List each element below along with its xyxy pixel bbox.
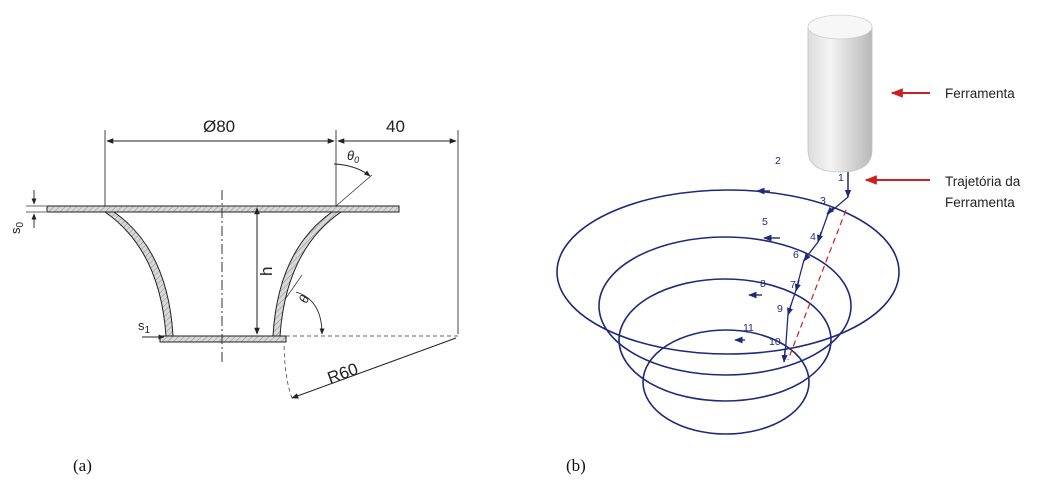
panel-b-caption: (b) bbox=[566, 456, 586, 475]
bottom-base bbox=[159, 335, 287, 343]
point-label: 8 bbox=[760, 278, 766, 290]
panel-b-drawing: 2 1 3 5 4 6 7 8 9 11 10 Ferramenta Traje… bbox=[556, 14, 1021, 435]
top-flange bbox=[46, 205, 400, 213]
tool-label: Ferramenta bbox=[945, 86, 1015, 101]
path-ring-1 bbox=[556, 189, 900, 355]
theta-label: θ bbox=[296, 293, 313, 305]
guide-line bbox=[787, 209, 847, 361]
point-label: 11 bbox=[743, 322, 754, 334]
s0-label: s0 bbox=[8, 222, 26, 235]
radius-dimension-line bbox=[291, 337, 457, 399]
path-ring-3 bbox=[618, 278, 832, 402]
tool-icon bbox=[807, 14, 873, 173]
point-label: 4 bbox=[810, 231, 816, 243]
point-label: 9 bbox=[777, 303, 783, 315]
point-label: 5 bbox=[762, 216, 768, 228]
path-ring-2 bbox=[598, 236, 852, 376]
path-label-line2: Ferramenta bbox=[945, 195, 1015, 210]
offset-label: 40 bbox=[386, 117, 405, 136]
theta0-label: θ0 bbox=[347, 148, 359, 165]
point-label: 3 bbox=[820, 195, 826, 207]
panel-a-drawing: Ø80 40 h s0 s1 θ0 θ R60 bbox=[8, 117, 460, 399]
s1-label: s1 bbox=[138, 318, 151, 336]
panel-a-caption: (a) bbox=[73, 456, 92, 475]
point-label: 2 bbox=[775, 155, 781, 167]
point-label: 10 bbox=[769, 336, 781, 348]
path-label-line1: Trajetória da bbox=[945, 174, 1021, 189]
right-wall bbox=[272, 211, 343, 337]
svg-text:s0: s0 bbox=[8, 222, 26, 235]
height-label: h bbox=[257, 267, 276, 276]
radius-label: R60 bbox=[325, 359, 361, 388]
diameter-label: Ø80 bbox=[203, 117, 235, 136]
step-down-path bbox=[783, 170, 849, 363]
point-label: 1 bbox=[838, 172, 844, 184]
path-ring-4 bbox=[642, 329, 810, 435]
left-wall bbox=[103, 211, 174, 337]
point-label: 7 bbox=[790, 279, 796, 291]
point-label: 6 bbox=[793, 249, 799, 261]
